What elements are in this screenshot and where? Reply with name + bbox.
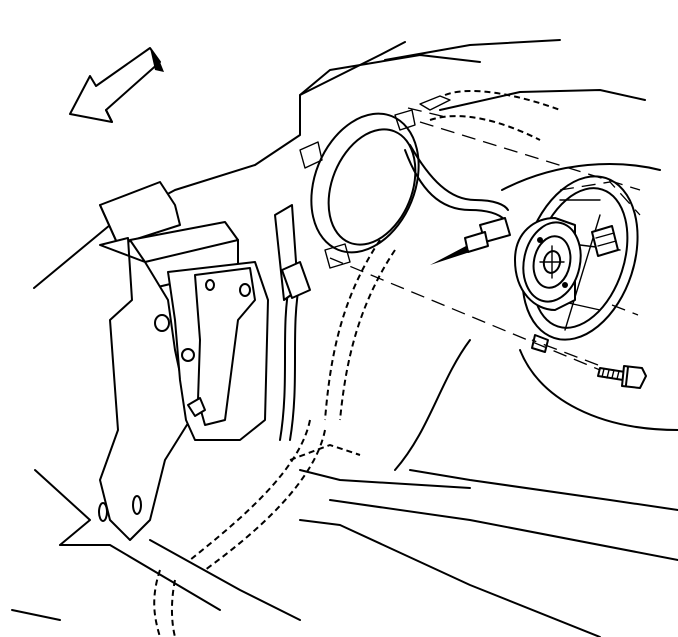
speaker bbox=[514, 175, 639, 353]
mounting-bracket bbox=[98, 181, 311, 541]
direction-arrow-icon bbox=[69, 47, 164, 123]
speaker-electrical-connector bbox=[430, 217, 511, 265]
speaker-bolt bbox=[597, 365, 647, 389]
alignment-lines bbox=[329, 107, 641, 371]
speaker-mounting-opening bbox=[299, 109, 420, 269]
